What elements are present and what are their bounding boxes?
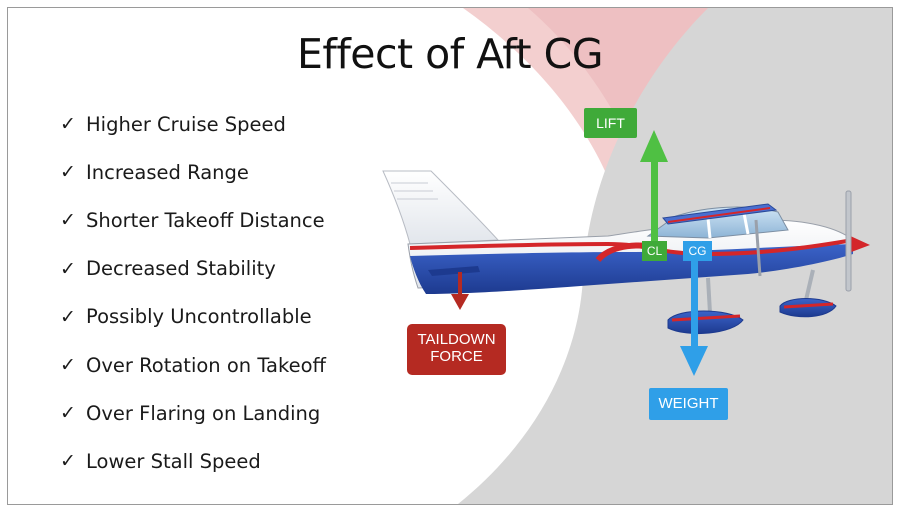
taildown-arrow-head [451,294,469,310]
list-item-label: Lower Stall Speed [86,449,261,473]
lift-arrow-head [640,130,668,162]
list-item-label: Higher Cruise Speed [86,112,286,136]
weight-arrow-head [680,346,708,376]
tail-fin [382,170,500,245]
nose-gear-fairing [779,298,837,318]
lift-label: LIFT [584,108,637,138]
cabin-windows [646,206,789,239]
slide: Effect of Aft CG ✓ Higher Cruise Speed ✓ I… [7,7,893,505]
list-item-label: Over Rotation on Takeoff [86,353,326,377]
check-icon: ✓ [60,305,76,328]
check-icon: ✓ [60,257,76,280]
main-gear-fairing [667,310,744,335]
taildown-label-line2: FORCE [430,347,483,365]
list-item: ✓ Increased Range [60,148,326,196]
list-item: ✓ Possibly Uncontrollable [60,293,326,341]
check-icon: ✓ [60,450,76,473]
fuselage-blue-belly [410,244,853,294]
check-icon: ✓ [60,161,76,184]
lift-arrow-shaft [651,160,658,243]
taildown-arrow-shaft [458,272,462,297]
list-item: ✓ Over Flaring on Landing [60,389,326,437]
check-icon: ✓ [60,402,76,425]
list-item: ✓ Higher Cruise Speed [60,100,326,148]
list-item-label: Possibly Uncontrollable [86,305,312,329]
airplane-diagram [382,130,870,376]
check-icon: ✓ [60,209,76,232]
list-item: ✓ Shorter Takeoff Distance [60,196,326,244]
check-icon: ✓ [60,113,76,136]
weight-label: WEIGHT [649,388,728,420]
list-item-label: Over Flaring on Landing [86,401,321,425]
list-item-label: Increased Range [86,160,249,184]
horizontal-stabilizer [428,266,480,276]
list-item-label: Shorter Takeoff Distance [86,208,325,232]
wing-red-edge [667,207,771,223]
effects-list: ✓ Higher Cruise Speed ✓ Increased Range ✓ S… [60,100,326,486]
main-gear-leg [706,277,712,314]
nose-gear-leg [804,269,815,301]
list-item: ✓ Lower Stall Speed [60,437,326,485]
propeller-blade [845,190,852,292]
main-gear-stripe [671,314,741,322]
taildown-force-label: TAILDOWN FORCE [407,324,506,375]
propeller-spinner [846,234,870,254]
list-item: ✓ Over Rotation on Takeoff [60,341,326,389]
check-icon: ✓ [60,354,76,377]
tail-stripes [391,182,438,200]
nose-gear-stripe [783,302,834,309]
cg-tag: CG [683,241,712,261]
weight-arrow-shaft [691,260,698,348]
page-title: Effect of Aft CG [296,30,604,78]
list-item: ✓ Decreased Stability [60,245,326,293]
taildown-label-line1: TAILDOWN [417,331,496,348]
wing-strut [754,219,762,277]
cl-tag: CL [642,241,667,261]
list-item-label: Decreased Stability [86,257,276,281]
